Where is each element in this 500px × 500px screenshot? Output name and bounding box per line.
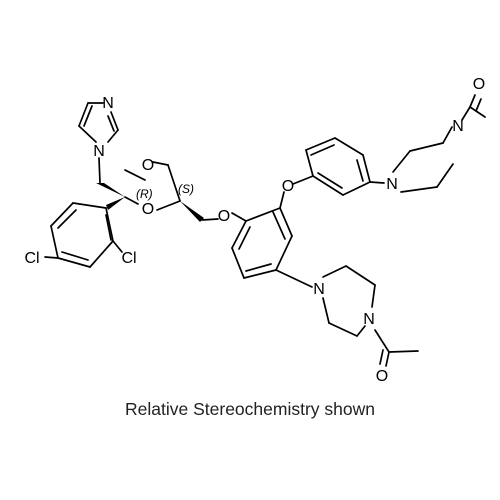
piperazine-top-n1-label: N bbox=[386, 176, 398, 193]
piperazine-bottom-n1-label: N bbox=[313, 281, 325, 298]
cl-right-label: Cl bbox=[121, 250, 136, 267]
imidazole-n-bottom-label: N bbox=[93, 143, 105, 160]
piperazine-top-n4-label: N bbox=[452, 118, 464, 135]
wedge-bond-r bbox=[96, 183, 125, 197]
dioxolane-ring bbox=[124, 161, 181, 211]
imidazole-ring bbox=[78, 102, 119, 184]
dichlorophenyl-ring bbox=[44, 202, 123, 268]
dioxolane-o-top-label: O bbox=[142, 157, 154, 174]
phenoxy-ring bbox=[292, 137, 385, 196]
imidazole-n-top-label: N bbox=[102, 95, 114, 112]
acetyl-bottom-o-label: O bbox=[376, 368, 388, 385]
piperazine-bottom-n4-label: N bbox=[363, 311, 375, 328]
piperazine-top bbox=[392, 94, 486, 193]
stereo-label-s: (S) bbox=[178, 182, 194, 196]
ether-o-lower-label: O bbox=[218, 208, 230, 225]
central-benzene-ring bbox=[231, 191, 313, 288]
caption: Relative Stereochemistry shown bbox=[125, 399, 375, 419]
acetyl-top-o-label: O bbox=[473, 76, 485, 93]
ether-o-upper-label: O bbox=[282, 178, 294, 195]
cl-left-label: Cl bbox=[24, 250, 39, 267]
hashed-bond-s bbox=[180, 201, 204, 222]
stereo-label-r: (R) bbox=[136, 187, 153, 201]
piperazine-bottom bbox=[322, 265, 419, 367]
hashed-bond-r bbox=[106, 197, 125, 210]
oxymethyl-linker bbox=[201, 212, 247, 222]
dioxolane-o-bottom-label: O bbox=[142, 201, 154, 218]
